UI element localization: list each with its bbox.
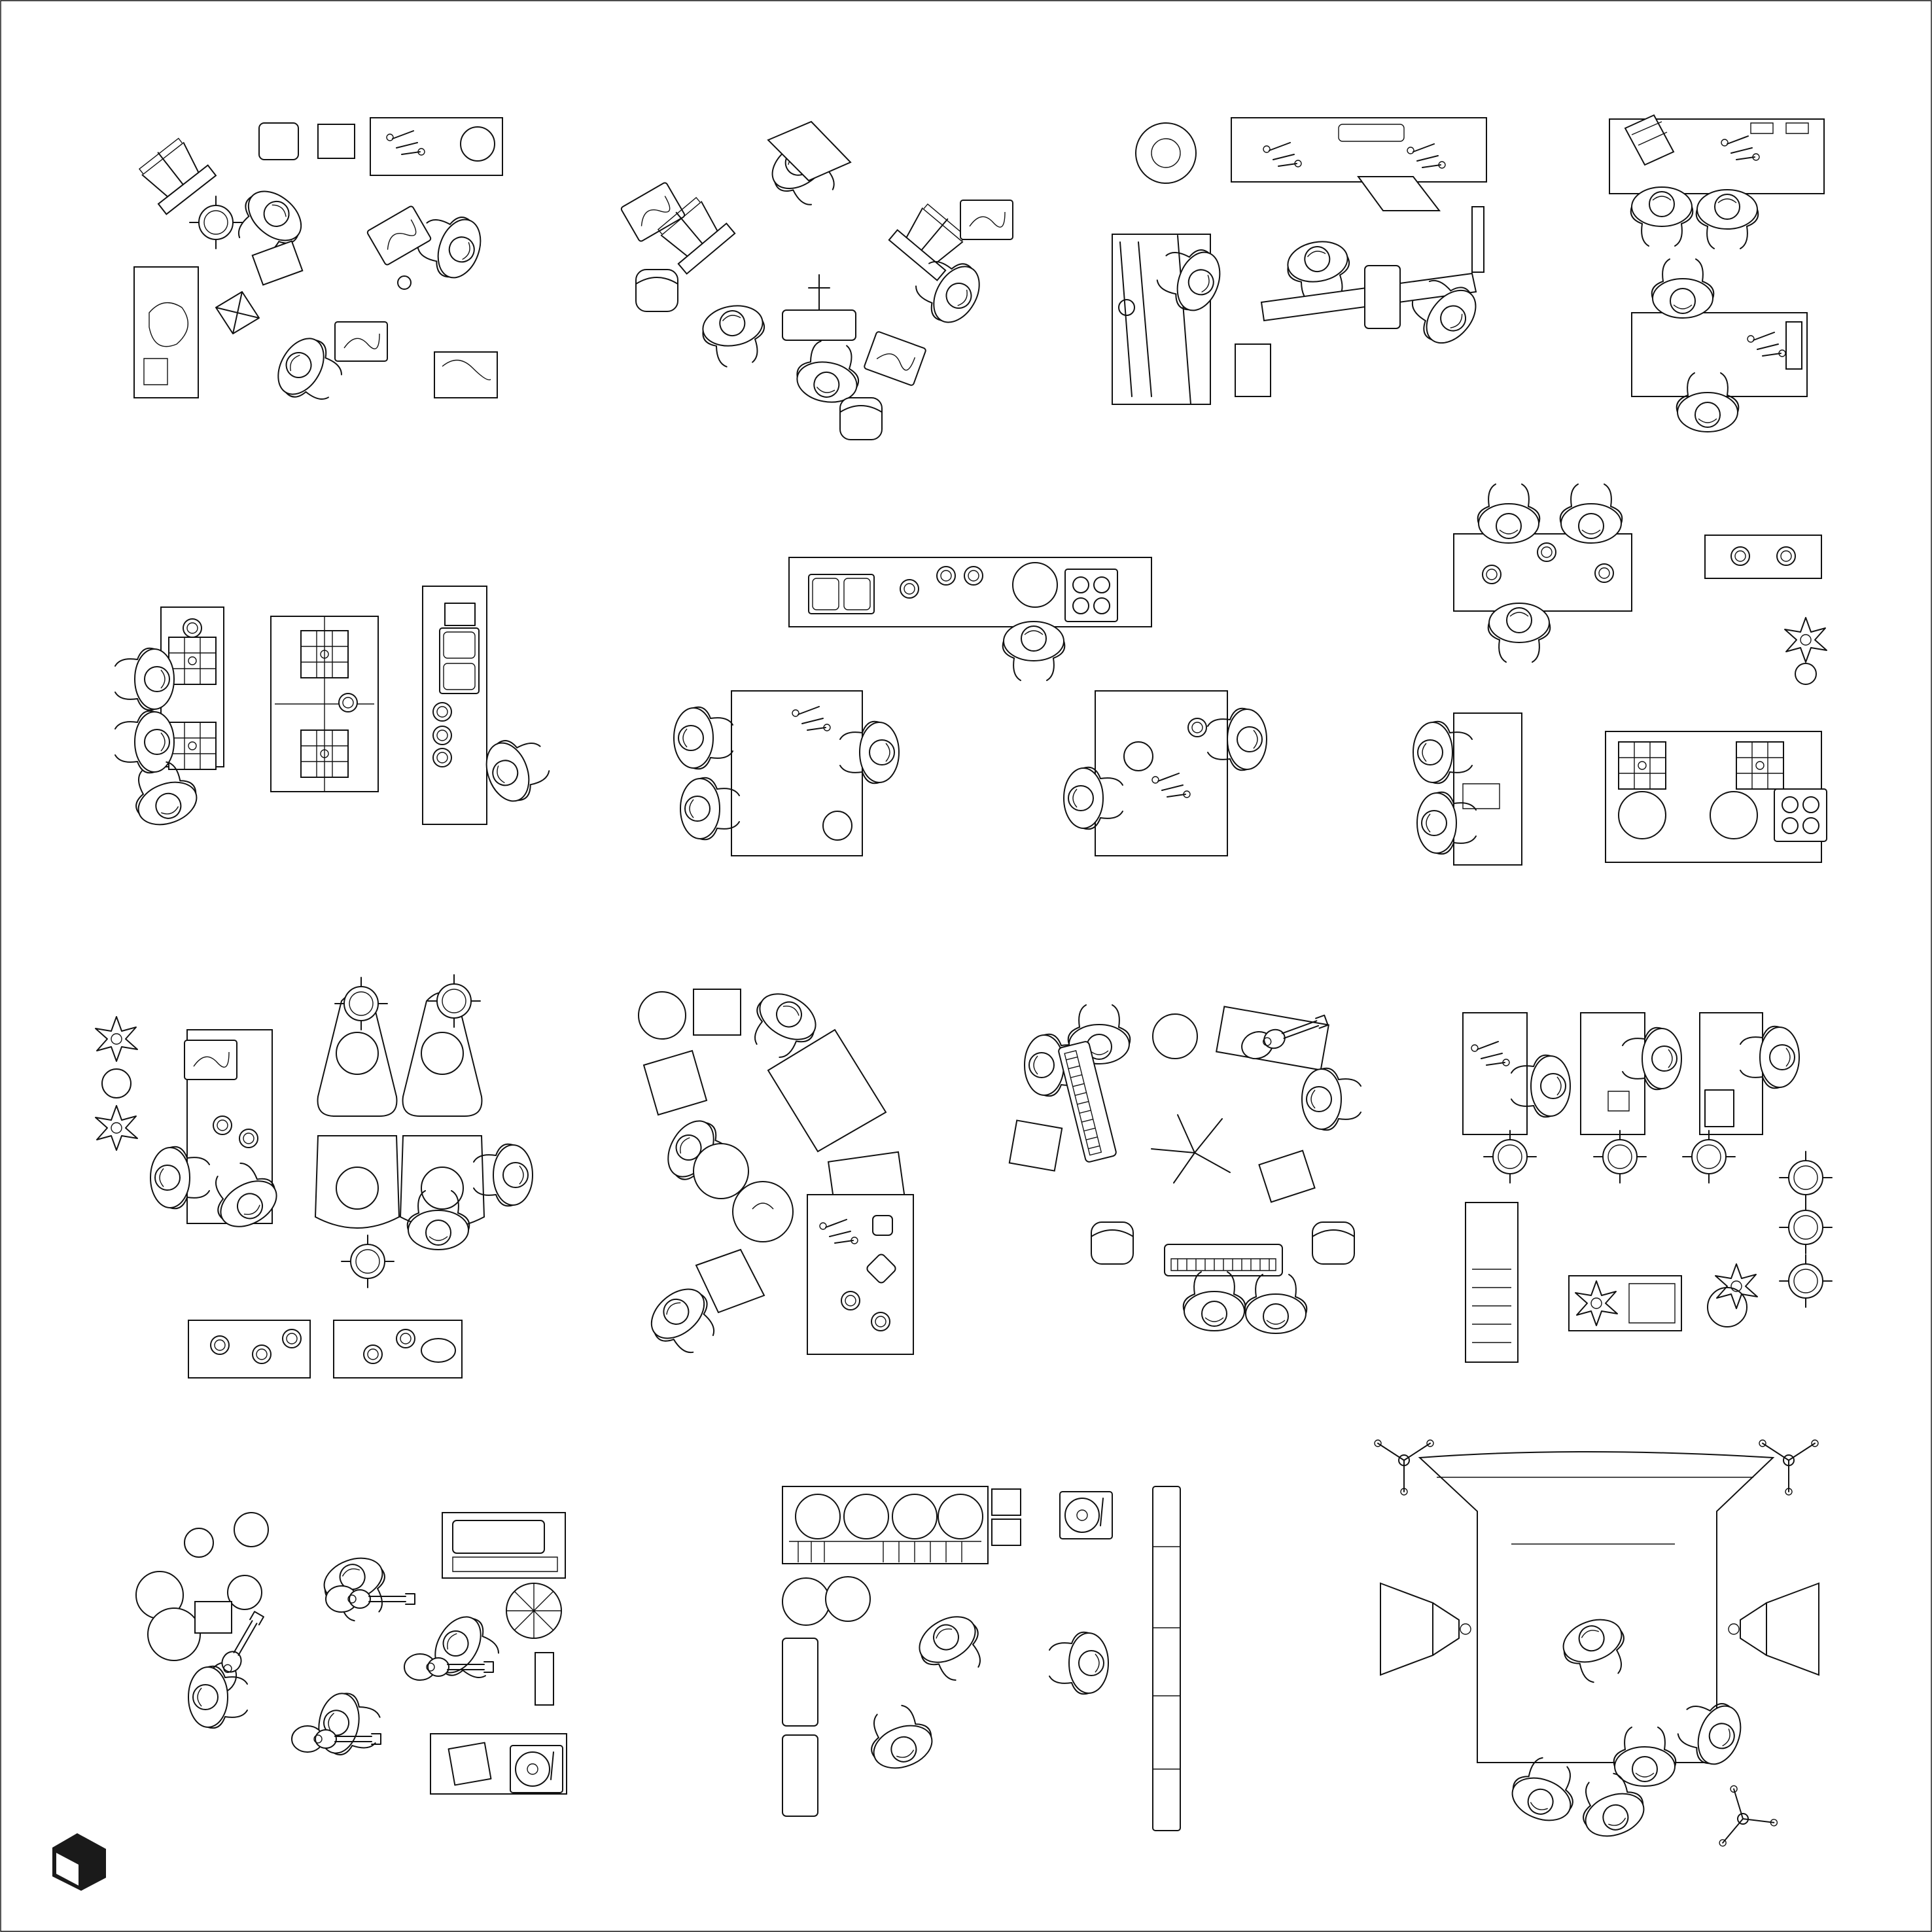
vignette-dining-and-cooking <box>1413 483 1827 865</box>
vignette-dj-record-room <box>782 1486 1180 1831</box>
vignette-bakery-stations <box>1463 1013 1833 1362</box>
vignette-painting-studio <box>132 118 502 413</box>
vignette-pottery-studio <box>95 974 533 1378</box>
isometric-block-logo-icon <box>52 1833 106 1891</box>
vignette-food-prep-island <box>673 557 1267 856</box>
vignette-kitchen-counter <box>114 586 556 834</box>
vignette-sculpting-workshop <box>639 983 913 1365</box>
vignette-photo-studio <box>1374 1439 1819 1865</box>
vignette-band-practice <box>136 1513 567 1794</box>
vignette-crafts-table <box>1609 115 1824 432</box>
vignette-music-room <box>1010 1004 1361 1334</box>
vignette-art-class <box>620 122 1013 440</box>
vignette-woodworking-shop <box>1112 118 1486 404</box>
